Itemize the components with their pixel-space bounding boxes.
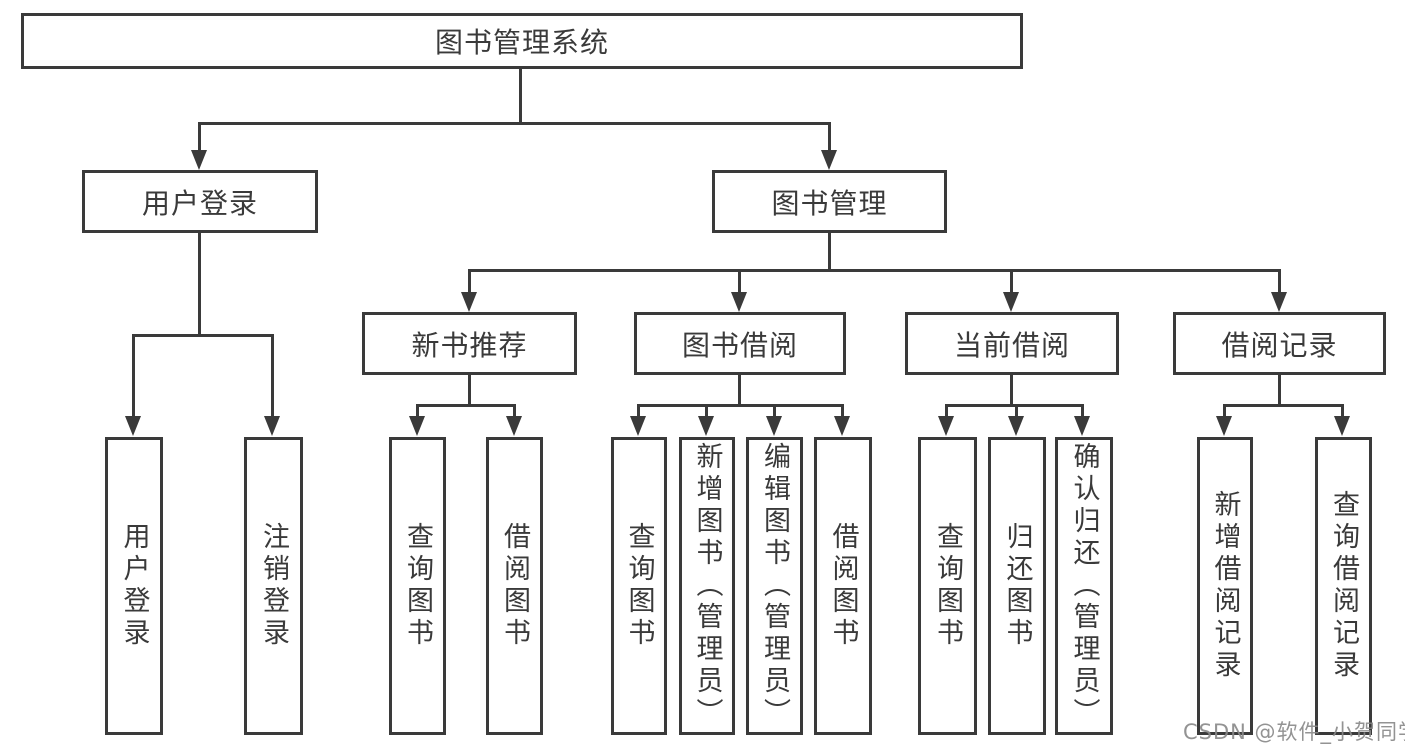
arrow-down-icon <box>821 150 837 170</box>
node-current-borrowing: 当前借阅 <box>905 312 1119 375</box>
connector-root-bar <box>198 122 831 125</box>
node-label: 图书借阅 <box>681 328 798 362</box>
node-label: 当前借阅 <box>953 328 1070 362</box>
connector-current-drop-3 <box>1081 404 1084 418</box>
leaf-query-borrow-record: 查询借阅记录 <box>1315 437 1372 735</box>
node-book-management: 图书管理 <box>712 170 947 233</box>
connector-current-bar <box>945 404 1084 407</box>
leaf-confirm-return-admin: 确认归还（管理员） <box>1055 437 1113 735</box>
connector-records-stem <box>1278 372 1281 407</box>
leaf-label: 查询图书 <box>623 522 655 650</box>
connector-user-login-stem <box>198 231 201 337</box>
leaf-label: 注销登录 <box>258 522 289 650</box>
connector-new-book-bar <box>416 404 516 407</box>
connector-user-login-drop-1 <box>132 334 135 418</box>
arrow-down-icon <box>1003 292 1019 312</box>
leaf-query-books-current: 查询图书 <box>918 437 977 735</box>
leaf-query-books-recommend: 查询图书 <box>389 437 446 735</box>
arrow-down-icon <box>461 292 477 312</box>
node-library-management-system: 图书管理系统 <box>21 13 1023 69</box>
leaf-label: 新增借阅记录 <box>1209 490 1241 682</box>
arrow-down-icon <box>125 416 141 436</box>
arrow-down-icon <box>506 416 522 436</box>
connector-book-mgmt-drop-3 <box>1010 269 1013 296</box>
arrow-down-icon <box>630 416 646 436</box>
leaf-add-borrow-record: 新增借阅记录 <box>1197 437 1253 735</box>
connector-new-book-drop-2 <box>513 404 516 418</box>
arrow-down-icon <box>834 416 850 436</box>
leaf-logout: 注销登录 <box>244 437 303 735</box>
arrow-down-icon <box>1216 416 1232 436</box>
connector-borrowing-drop-2 <box>705 404 708 418</box>
arrow-down-icon <box>698 416 714 436</box>
leaf-borrow-books-recommend: 借阅图书 <box>486 437 543 735</box>
leaf-label: 新增图书（管理员） <box>691 442 723 730</box>
leaf-user-login: 用户登录 <box>105 437 163 735</box>
connector-borrowing-drop-4 <box>841 404 844 418</box>
connector-borrowing-drop-3 <box>773 404 776 418</box>
connector-records-drop-1 <box>1223 404 1226 418</box>
arrow-down-icon <box>731 292 747 312</box>
leaf-label: 用户登录 <box>118 522 150 650</box>
leaf-label: 查询图书 <box>402 522 433 650</box>
leaf-borrow-books: 借阅图书 <box>814 437 872 735</box>
connector-book-mgmt-drop-2 <box>738 269 741 296</box>
connector-book-mgmt-stem <box>828 231 831 272</box>
arrow-down-icon <box>1008 416 1024 436</box>
arrow-down-icon <box>264 416 280 436</box>
leaf-label: 编辑图书（管理员） <box>759 442 790 730</box>
leaf-add-books-admin: 新增图书（管理员） <box>679 437 735 735</box>
node-user-login: 用户登录 <box>82 170 318 233</box>
leaf-edit-books-admin: 编辑图书（管理员） <box>746 437 803 735</box>
connector-root-stem <box>519 67 522 125</box>
connector-root-drop-left <box>198 122 201 155</box>
connector-root-drop-right <box>828 122 831 155</box>
connector-user-login-drop-2 <box>271 334 274 418</box>
leaf-label: 确认归还（管理员） <box>1068 442 1100 730</box>
connector-current-drop-1 <box>945 404 948 418</box>
connector-book-mgmt-drop-4 <box>1278 269 1281 296</box>
leaf-label: 借阅图书 <box>827 522 859 650</box>
connector-new-book-drop-1 <box>416 404 419 418</box>
node-label: 用户登录 <box>141 186 258 220</box>
node-book-borrowing: 图书借阅 <box>634 312 846 375</box>
connector-borrowing-drop-1 <box>637 404 640 418</box>
leaf-query-books-borrowing: 查询图书 <box>611 437 667 735</box>
node-new-book-recommendation: 新书推荐 <box>362 312 577 375</box>
leaf-return-books: 归还图书 <box>988 437 1046 735</box>
leaf-label: 查询借阅记录 <box>1328 490 1359 682</box>
connector-borrowing-bar <box>637 404 844 407</box>
connector-current-drop-2 <box>1015 404 1018 418</box>
connector-borrowing-stem <box>738 372 741 407</box>
arrow-down-icon <box>1074 416 1090 436</box>
connector-records-bar <box>1223 404 1344 407</box>
connector-book-mgmt-bar <box>468 269 1281 272</box>
node-label: 图书管理 <box>771 186 888 220</box>
arrow-down-icon <box>191 150 207 170</box>
arrow-down-icon <box>1271 292 1287 312</box>
leaf-label: 借阅图书 <box>499 522 530 650</box>
csdn-watermark: CSDN @软件_小贺同学 <box>1183 720 1405 744</box>
connector-user-login-bar <box>132 334 274 337</box>
arrow-down-icon <box>938 416 954 436</box>
arrow-down-icon <box>409 416 425 436</box>
leaf-label: 查询图书 <box>932 522 963 650</box>
arrow-down-icon <box>766 416 782 436</box>
connector-new-book-stem <box>468 372 471 407</box>
connector-current-stem <box>1010 372 1013 407</box>
arrow-down-icon <box>1334 416 1350 436</box>
node-label: 图书管理系统 <box>434 26 609 59</box>
leaf-label: 归还图书 <box>1001 522 1033 650</box>
node-borrowing-records: 借阅记录 <box>1173 312 1386 375</box>
node-label: 借阅记录 <box>1221 328 1338 362</box>
connector-records-drop-2 <box>1341 404 1344 418</box>
connector-book-mgmt-drop-1 <box>468 269 471 296</box>
node-label: 新书推荐 <box>411 328 528 362</box>
